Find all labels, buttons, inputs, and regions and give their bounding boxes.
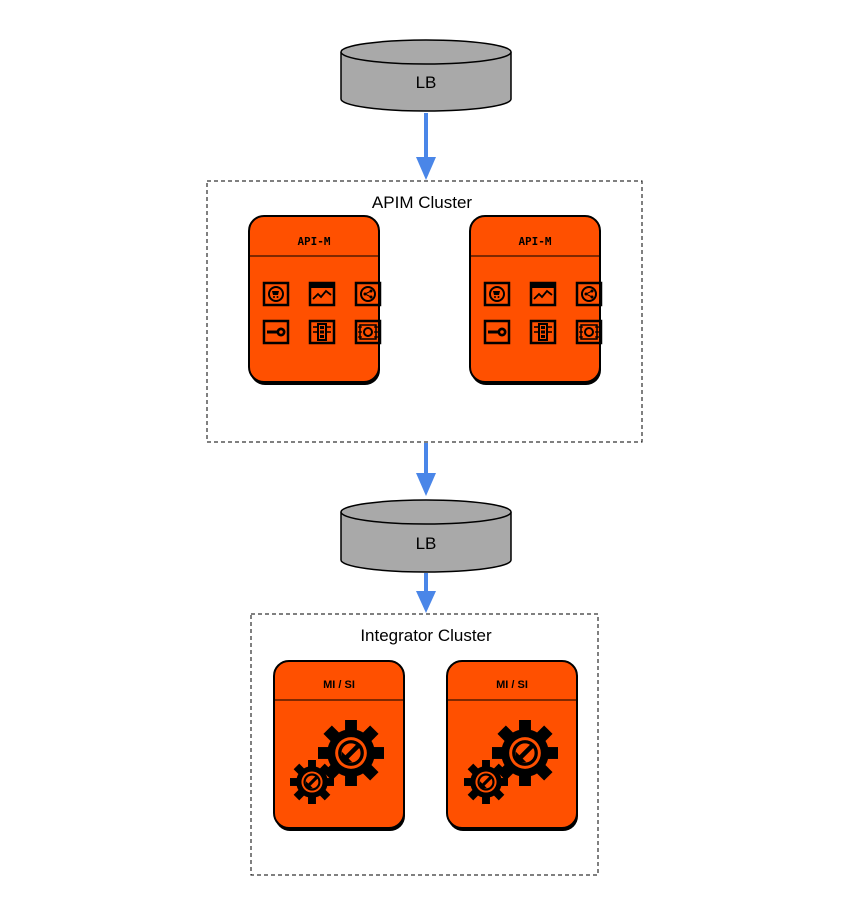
apim-cluster: APIM Cluster API-M API-M [206,180,643,443]
middle-lb-label: LB [416,534,437,553]
gears-icon [318,720,384,786]
arrow-apim-to-lb [416,443,436,496]
integrator-cluster: Integrator Cluster MI / SI MI / SI [250,613,599,876]
apim-node: API-M [248,215,382,385]
integrator-node: MI / SI [446,660,578,831]
apim-node-label: API-M [297,235,330,248]
integrator-node: MI / SI [273,660,405,831]
arrow-lb-to-integrator [416,573,436,613]
integrator-cluster-title: Integrator Cluster [360,626,492,645]
arrow-lb-to-apim [416,113,436,180]
gears-icon [464,760,508,804]
apim-cluster-title: APIM Cluster [372,193,472,212]
integrator-node-label: MI / SI [323,679,355,691]
top-lb-label: LB [416,73,437,92]
apim-node: API-M [469,215,603,385]
gears-icon [290,760,334,804]
apim-node-label: API-M [518,235,551,248]
middle-load-balancer: LB [340,499,512,573]
integrator-node-label: MI / SI [496,679,528,691]
top-load-balancer: LB [340,39,512,112]
gears-icon [492,720,558,786]
